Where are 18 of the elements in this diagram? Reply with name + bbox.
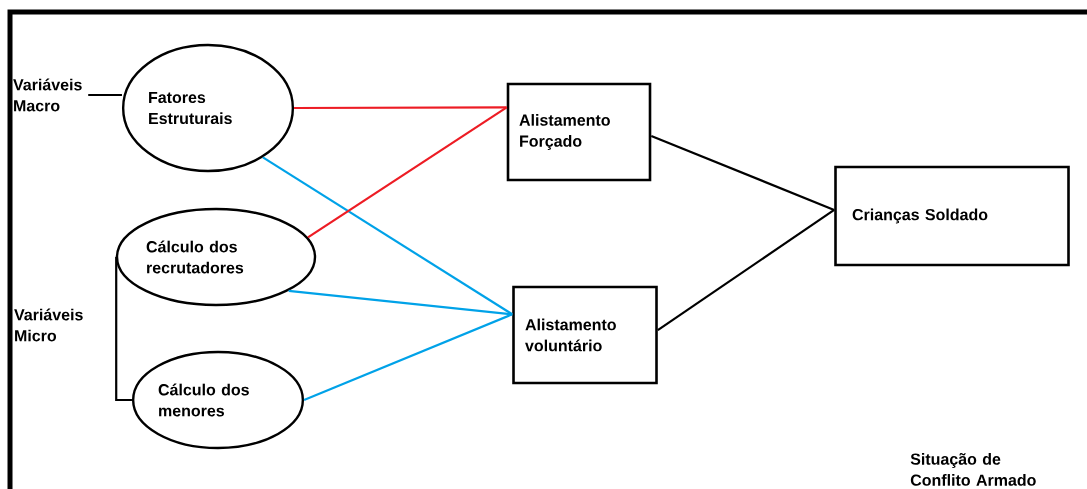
connector-line (650, 134, 835, 211)
process-box: Crianças Soldado (834, 165, 1070, 267)
ellipse-node: Cálculo dos recrutadores (115, 207, 317, 307)
ellipse-node: Cálculo dos menores (131, 350, 305, 450)
connector-line (88, 93, 122, 97)
process-box: Alistamento voluntário (512, 285, 658, 385)
connector-line (303, 313, 513, 401)
connector-line (657, 209, 835, 331)
process-box: Alistamento Forçado (506, 82, 652, 182)
bracket-line (114, 255, 118, 325)
ellipse-node: Fatores Estruturais (121, 43, 295, 173)
bracket-line (115, 325, 132, 402)
connector-line (307, 106, 508, 239)
connector-line (288, 289, 513, 316)
connector-line (262, 156, 513, 316)
variable-label: Variáveis Macro (13, 78, 82, 112)
variable-label: Variáveis Micro (14, 308, 83, 342)
connector-line (294, 106, 507, 110)
